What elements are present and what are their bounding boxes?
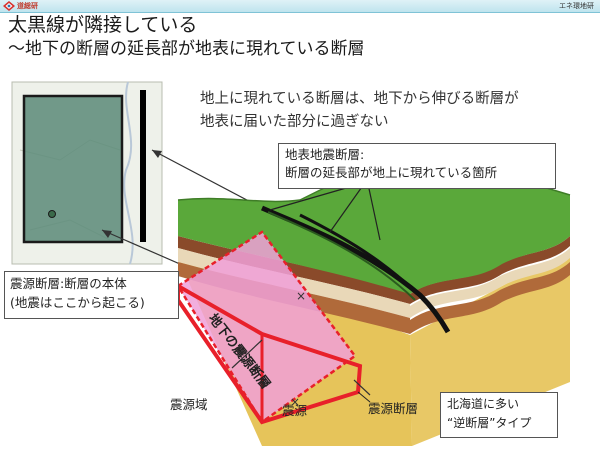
pointer-line-1 (151, 149, 263, 209)
surface-fault-callout-line-2: 断層の延長部が地上に現れている箇所 (285, 165, 498, 180)
map-inset (11, 81, 163, 265)
hokkaido-callout: 北海道に多い “逆断層”タイプ (440, 392, 558, 438)
fault-plane (176, 230, 357, 424)
geologic-block: × × (176, 149, 571, 446)
hokkaido-callout-line-2: “逆断層”タイプ (447, 416, 532, 430)
page-subtitle: ～地下の断層の延長部が地表に現れている断層 (8, 39, 365, 59)
explanation-note: 地上に現れている断層は、地下から伸びる断層が 地表に届いた部分に過ぎない (200, 88, 519, 134)
hypocenter-label: 震源 (282, 403, 308, 418)
surface-fault-callout: 地表地震断層: 断層の延長部が地上に現れている箇所 (278, 143, 556, 189)
map-highlight-area (22, 94, 124, 244)
header-bar: 道総研 エネ環地研 (0, 0, 600, 13)
note-line-1: 地上に現れている断層は、地下から伸びる断層が (200, 91, 519, 107)
source-fault-callout: 震源断層:断層の本体 (地震はここから起こる) (4, 271, 179, 319)
org-label: エネ環地研 (559, 2, 594, 10)
page-title: 太黒線が隣接している (8, 14, 198, 36)
source-fault-callout-line-1: 震源断層:断層の本体 (10, 276, 127, 291)
logo-text: 道総研 (17, 2, 38, 10)
surface-fault-callout-line-1: 地表地震断層: (285, 147, 365, 162)
svg-text:×: × (296, 289, 306, 303)
hokkaido-callout-line-1: 北海道に多い (447, 397, 520, 411)
note-line-2: 地表に届いた部分に過ぎない (200, 114, 389, 130)
hro-logo-icon (3, 1, 15, 11)
source-area-label: 震源域 (170, 397, 208, 412)
source-fault-label: 震源断層 (368, 401, 419, 416)
source-fault-callout-line-2: (地震はここから起こる) (10, 295, 145, 310)
svg-text:×: × (290, 395, 300, 409)
